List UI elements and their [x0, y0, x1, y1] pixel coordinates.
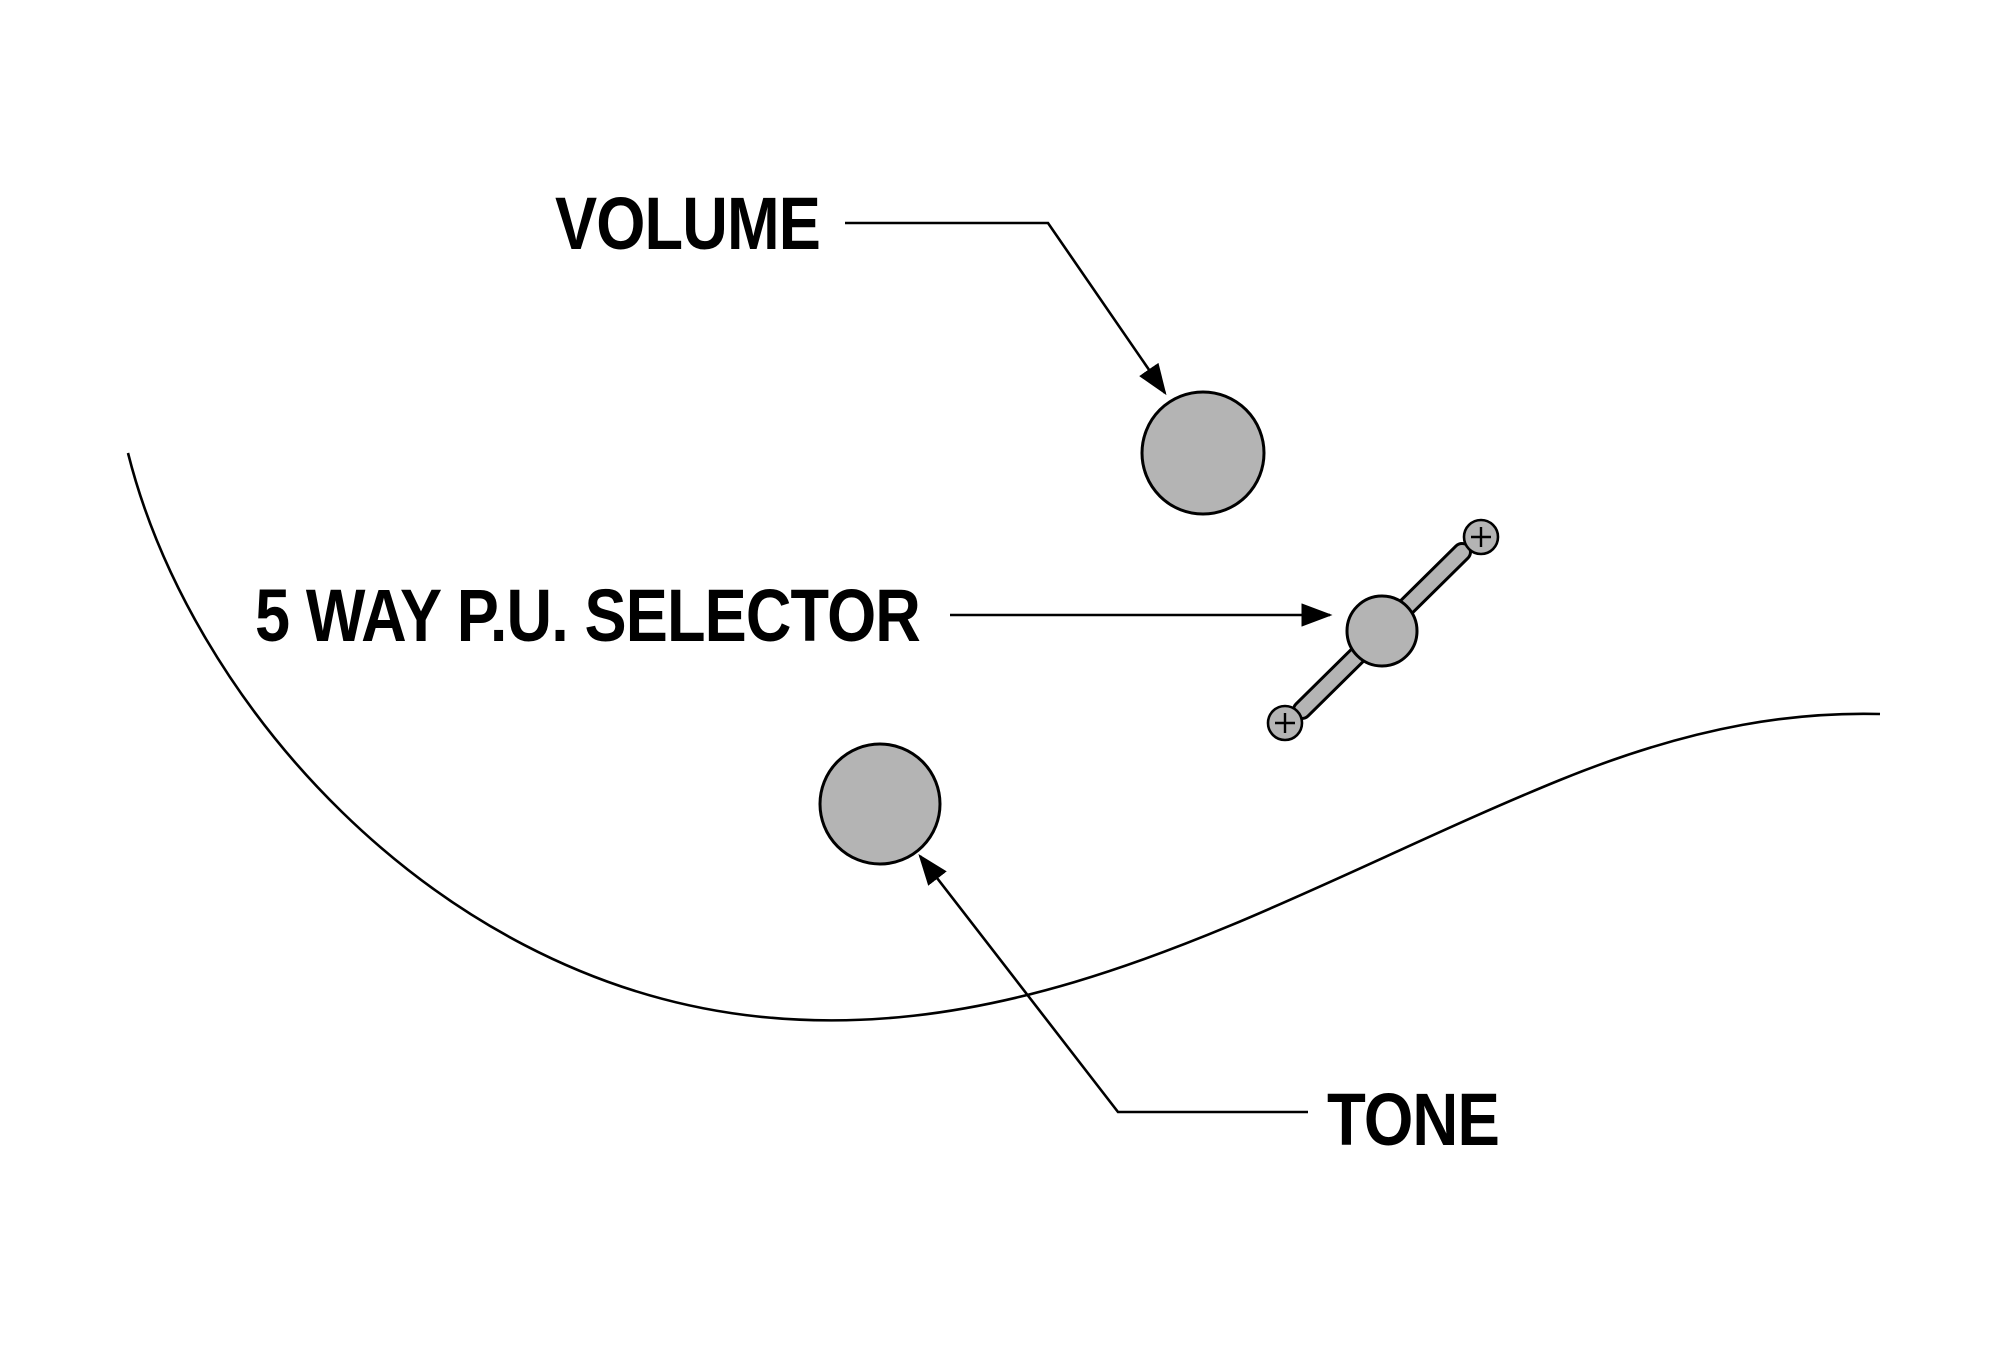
tone-knob — [818, 742, 942, 866]
volume-label: VOLUME — [555, 182, 820, 265]
volume-knob — [1140, 390, 1266, 516]
volume-leader-arrow — [845, 221, 1167, 396]
selector-label: 5 WAY P.U. SELECTOR — [255, 574, 920, 657]
pickup-selector-switch — [1266, 518, 1500, 742]
selector-screw-bottom — [1266, 704, 1304, 742]
selector-screw-top — [1462, 518, 1500, 556]
tone-label: TONE — [1327, 1078, 1499, 1161]
selector-tip — [1345, 594, 1419, 668]
tone-leader-arrow — [918, 853, 1308, 1114]
guitar-body-outline — [126, 452, 1881, 1022]
